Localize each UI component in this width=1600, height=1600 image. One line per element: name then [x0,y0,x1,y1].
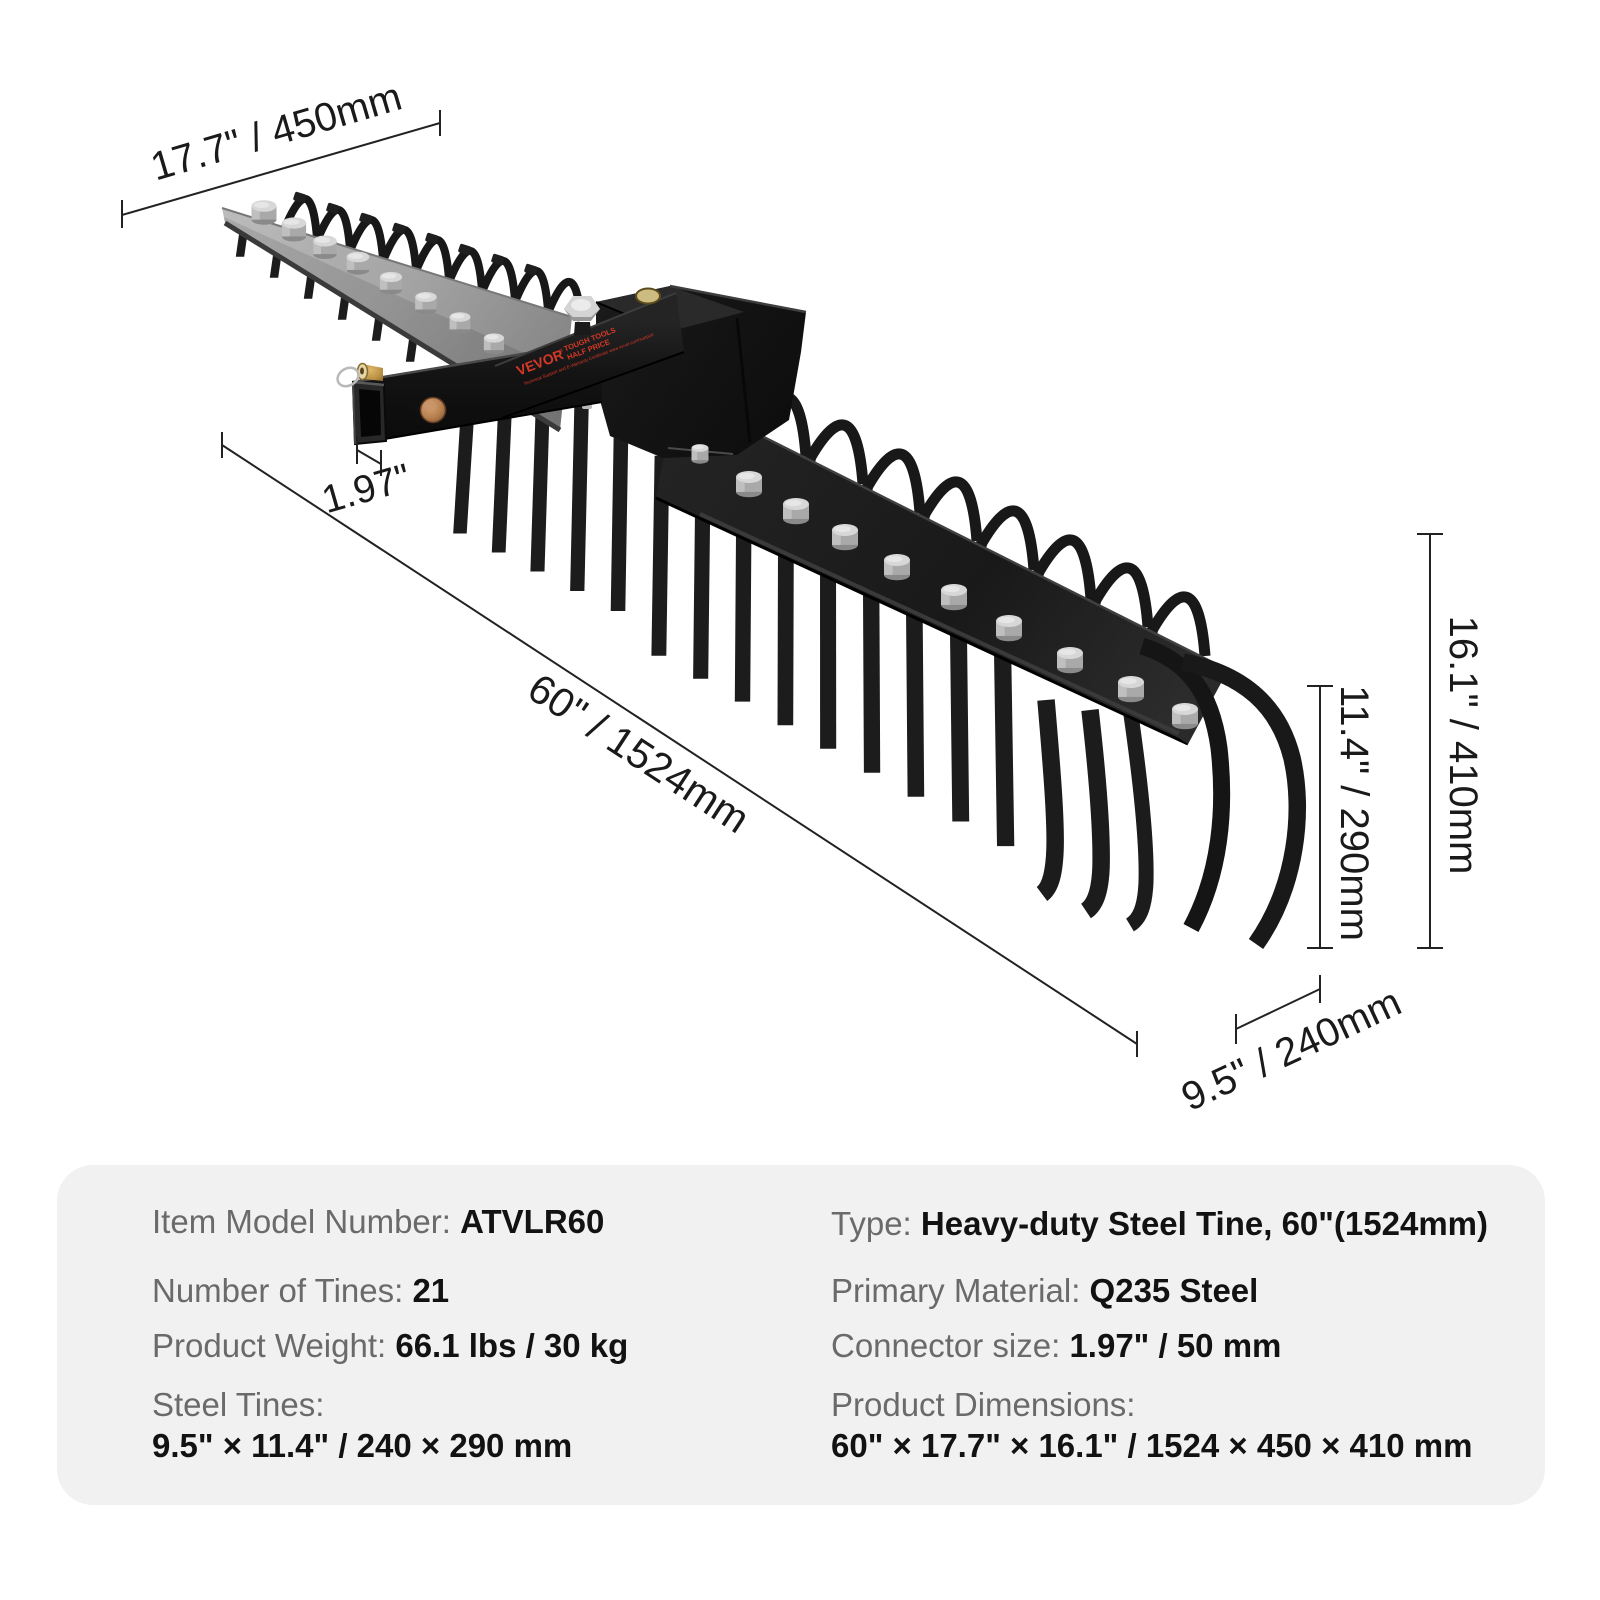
svg-text:9.5" / 240mm: 9.5" / 240mm [1175,980,1408,1120]
svg-text:17.7" / 450mm: 17.7" / 450mm [146,75,407,190]
svg-text:®: ® [558,346,564,353]
svg-text:11.4" / 290mm: 11.4" / 290mm [1332,685,1376,941]
svg-text:1.97": 1.97" [317,456,415,522]
svg-text:16.1" / 410mm: 16.1" / 410mm [1441,616,1485,875]
svg-text:60" / 1524mm: 60" / 1524mm [520,665,758,842]
